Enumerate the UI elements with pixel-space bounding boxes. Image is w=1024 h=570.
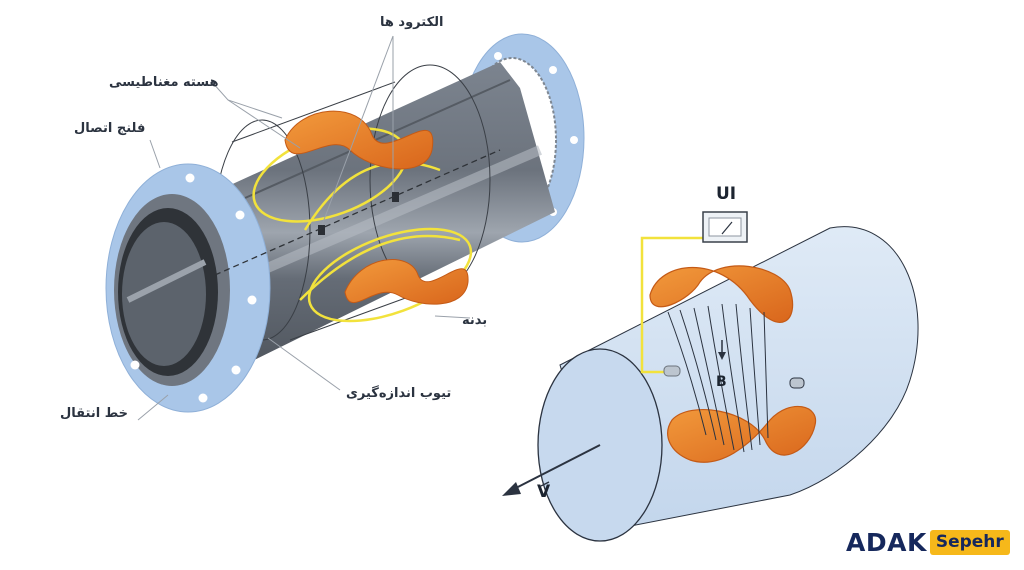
principle-diagram — [502, 211, 919, 542]
electrode-bottom — [318, 225, 325, 235]
brand-name: ADAK — [846, 527, 927, 557]
voltmeter-circuit — [640, 236, 705, 374]
flowmeter-assembly — [105, 33, 585, 413]
velocity-arrow — [511, 444, 601, 491]
electrode-left — [663, 365, 681, 377]
velocity-symbol: V — [537, 482, 551, 502]
field-symbol: B — [716, 374, 727, 390]
magnetic-field-lines — [667, 303, 769, 453]
voltmeter-icon — [702, 211, 748, 243]
label-magnetic-core: هسته مغناطیسی — [109, 75, 219, 90]
label-connection-flange: فلنج اتصال — [74, 121, 146, 136]
label-body: بدنه — [462, 313, 488, 328]
magnetic-core-coils — [284, 110, 469, 305]
leader-lines — [137, 35, 471, 421]
measuring-tube — [180, 62, 555, 372]
label-electrodes: الکترود ها — [380, 15, 444, 30]
label-measuring-tube: تیوب اندازه‌گیری — [346, 386, 452, 401]
front-flange — [105, 163, 271, 413]
field-coil-top — [649, 265, 794, 323]
electrode-top — [392, 192, 399, 202]
voltage-symbol: UI — [716, 184, 737, 204]
label-transmission-line: خط انتقال — [60, 406, 128, 421]
electrode-right — [789, 377, 805, 389]
field-coil-bottom — [667, 405, 817, 463]
brand-logo: ADAK Sepehr — [846, 527, 1010, 557]
brand-suffix: Sepehr — [929, 529, 1010, 555]
